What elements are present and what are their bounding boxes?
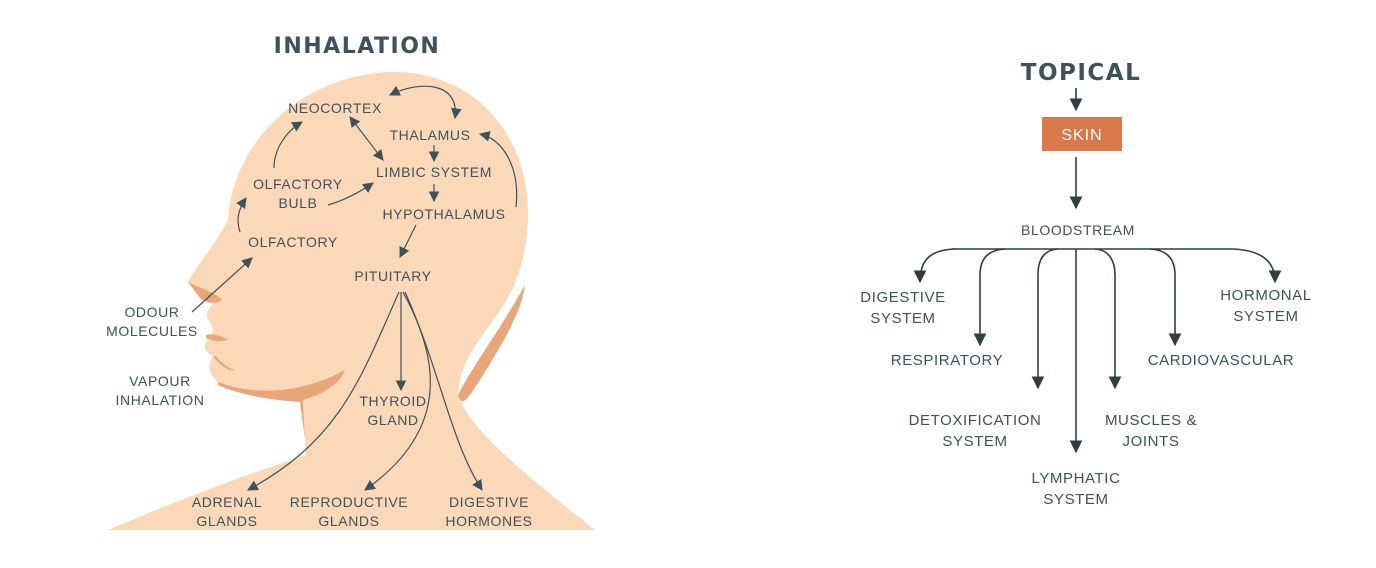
label-hormonal-1: HORMONAL: [1220, 287, 1311, 304]
label-muscles-1: MUSCLES &: [1105, 412, 1197, 429]
label-odour-1: ODOUR: [124, 304, 179, 320]
inhalation-title: INHALATION: [274, 34, 441, 59]
head-illustration: [108, 71, 595, 530]
arrow-cardiovascular: [1149, 248, 1182, 347]
label-adrenal-1: ADRENAL: [192, 494, 262, 510]
label-digestive-system-1: DIGESTIVE: [860, 289, 945, 306]
inhalation-labels: NEOCORTEX THALAMUS LIMBIC SYSTEM OLFACTO…: [106, 100, 532, 529]
arrow-pituitary-to-digestive: [404, 291, 483, 491]
label-digestive-system-2: SYSTEM: [870, 310, 935, 327]
arrow-neocortex-thalamus: [389, 85, 462, 120]
label-olfactory-bulb-2: BULB: [279, 195, 318, 211]
arrow-bulb-to-neocortex: [273, 121, 303, 169]
arrow-digestive: [913, 248, 956, 284]
label-olfactory: OLFACTORY: [248, 234, 338, 250]
arrow-detoxification: [1031, 248, 1059, 390]
label-muscles-2: JOINTS: [1123, 433, 1180, 450]
label-reproductive-2: GLANDS: [318, 513, 379, 529]
arrow-hypothalamus-to-thalamus: [478, 131, 518, 208]
topical-labels: DIGESTIVE SYSTEM RESPIRATORY DETOXIFICAT…: [860, 287, 1311, 508]
arrow-muscles: [1094, 248, 1122, 390]
label-neocortex: NEOCORTEX: [288, 100, 382, 116]
arrow-hypothalamus-to-pituitary: [399, 224, 417, 258]
arrow-hormonal: [1231, 248, 1282, 284]
topical-title: TOPICAL: [1021, 60, 1142, 86]
label-vapour-2: INHALATION: [116, 392, 205, 408]
label-digestive-hormones-2: HORMONES: [445, 513, 532, 529]
arrow-bulb-to-limbic: [327, 182, 374, 206]
label-reproductive-1: REPRODUCTIVE: [290, 494, 408, 510]
label-detoxification-1: DETOXIFICATION: [909, 412, 1042, 429]
label-odour-2: MOLECULES: [106, 323, 198, 339]
label-thyroid-1: THYROID: [359, 393, 426, 409]
arrow-respiratory: [973, 248, 1006, 347]
label-hormonal-2: SYSTEM: [1233, 308, 1298, 325]
label-lymphatic-2: SYSTEM: [1043, 491, 1108, 508]
arrow-pituitary-to-adrenal: [247, 291, 400, 491]
bloodstream-label: BLOODSTREAM: [1021, 222, 1135, 238]
label-thyroid-2: GLAND: [367, 412, 418, 428]
label-thalamus: THALAMUS: [389, 127, 470, 143]
label-pituitary: PITUITARY: [354, 268, 431, 284]
label-cardiovascular: CARDIOVASCULAR: [1148, 352, 1294, 369]
label-limbic-system: LIMBIC SYSTEM: [376, 164, 492, 180]
skin-label: SKIN: [1061, 127, 1102, 144]
skin-box: [1042, 117, 1122, 151]
label-digestive-hormones-1: DIGESTIVE: [449, 494, 529, 510]
inhalation-arrows: [191, 85, 518, 491]
arrow-olfactory-to-bulb: [236, 197, 247, 233]
topical-arrows: [913, 248, 1282, 454]
label-olfactory-bulb-1: OLFACTORY: [253, 176, 343, 192]
arrow-neocortex-limbic: [349, 116, 384, 161]
label-lymphatic-1: LYMPHATIC: [1031, 470, 1120, 487]
label-adrenal-2: GLANDS: [196, 513, 257, 529]
label-hypothalamus: HYPOTHALAMUS: [382, 206, 505, 222]
label-respiratory: RESPIRATORY: [891, 352, 1003, 369]
arrow-odour-to-olfactory: [191, 257, 253, 313]
label-detoxification-2: SYSTEM: [942, 433, 1007, 450]
label-vapour-1: VAPOUR: [129, 373, 191, 389]
